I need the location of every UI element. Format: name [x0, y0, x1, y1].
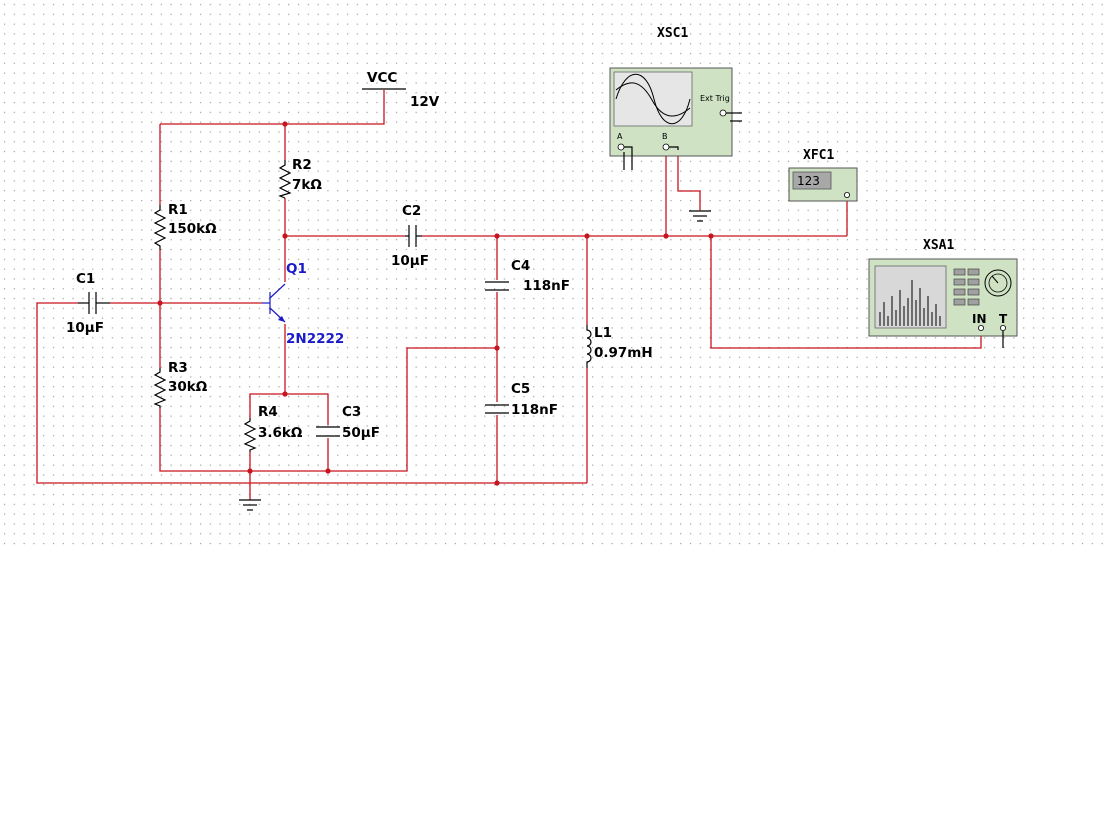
inductor-l1[interactable]: L1 0.97mH: [586, 325, 653, 368]
channel-b-label: B: [662, 132, 668, 141]
node: [494, 233, 500, 239]
capacitor-c4[interactable]: C4 118nF: [485, 258, 570, 294]
capacitor-c1[interactable]: C1 10µF: [66, 271, 110, 336]
r4-value: 3.6kΩ: [258, 425, 303, 441]
c4-name: C4: [511, 258, 530, 274]
c2-value: 10µF: [391, 253, 429, 269]
junction-nodes: [157, 121, 714, 486]
r3-name: R3: [168, 360, 188, 376]
node: [494, 345, 500, 351]
node: [708, 233, 714, 239]
spectrum-screen: [874, 265, 947, 329]
c3-name: C3: [342, 404, 361, 420]
resistor-icon: [278, 160, 292, 199]
c3-value: 50µF: [342, 425, 380, 441]
frequency-display: [792, 171, 832, 190]
xsa1-t-label: T: [999, 312, 1008, 326]
r4-name: R4: [258, 404, 278, 420]
channel-b-ground-lead: [669, 146, 679, 150]
inductor-icon: [586, 325, 592, 368]
resistor-icon: [243, 418, 257, 452]
ground-scope[interactable]: [689, 210, 711, 222]
r2-value: 7kΩ: [292, 177, 322, 193]
frequency-display-value: 123: [797, 174, 820, 188]
ground-main[interactable]: [239, 499, 261, 511]
node: [663, 233, 669, 239]
channel-a-terminal[interactable]: [617, 143, 625, 151]
oscilloscope-xsc1[interactable]: XSC1 Ext Trig A B: [609, 26, 742, 170]
channel-b-terminal[interactable]: [662, 143, 670, 151]
node: [282, 233, 288, 239]
c2-name: C2: [402, 203, 421, 219]
xfc1-name: XFC1: [803, 148, 834, 163]
resistor-icon: [153, 205, 167, 250]
vcc-source[interactable]: VCC 12V: [362, 70, 440, 110]
r3-value: 30kΩ: [168, 379, 208, 395]
wire-ground-bus[interactable]: [159, 347, 497, 472]
xsa1-in-label: IN: [972, 312, 987, 326]
wires: [36, 90, 982, 500]
oscilloscope-screen: [613, 71, 693, 127]
c1-value: 10µF: [66, 320, 104, 336]
knob-ring: [988, 273, 1008, 293]
frequency-input-terminal[interactable]: [844, 191, 851, 198]
resistor-r4[interactable]: R4 3.6kΩ: [243, 404, 303, 452]
channel-a-lead: [624, 146, 633, 170]
capacitor-c5[interactable]: C5 118nF: [485, 381, 558, 418]
vcc-value: 12V: [410, 94, 440, 110]
wire-emitter-split[interactable]: [249, 393, 329, 425]
spectrum-bars-icon: [879, 280, 941, 326]
c4-value: 118nF: [523, 278, 570, 294]
c5-value: 118nF: [511, 402, 558, 418]
ext-trig-terminal[interactable]: [719, 109, 727, 117]
q1-model: 2N2222: [286, 331, 344, 347]
frequency-counter-xfc1[interactable]: XFC1 123: [788, 148, 858, 202]
emitter-arrow-icon: [278, 316, 285, 322]
node: [325, 468, 331, 474]
knob-pointer: [991, 275, 999, 284]
node: [584, 233, 590, 239]
resistor-icon: [153, 368, 167, 408]
sine-wave-icon: [615, 73, 691, 125]
node: [494, 480, 500, 486]
xsc1-name: XSC1: [657, 26, 688, 41]
wire-xsa1-in[interactable]: [710, 236, 982, 349]
capacitor-c3[interactable]: C3 50µF: [316, 404, 380, 441]
xsa1-in-terminal[interactable]: [978, 324, 985, 331]
c1-name: C1: [76, 271, 95, 287]
resistor-r2[interactable]: R2 7kΩ: [278, 157, 322, 199]
wire-input-loop[interactable]: [36, 302, 587, 484]
wire-xsc1-ground[interactable]: [677, 150, 701, 210]
spectrum-keypad: [953, 268, 980, 306]
c5-name: C5: [511, 381, 530, 397]
node: [282, 391, 288, 397]
transistor-collector: [269, 283, 286, 299]
l1-value: 0.97mH: [594, 345, 653, 361]
spectrum-analyzer-xsa1[interactable]: XSA1 IN: [868, 238, 1018, 348]
transistor-q1[interactable]: Q1 2N2222: [262, 261, 344, 347]
trace-wave-icon: [615, 82, 691, 117]
xsa1-t-terminal[interactable]: [1000, 324, 1007, 331]
node: [157, 300, 163, 306]
r1-value: 150kΩ: [168, 221, 217, 237]
r2-name: R2: [292, 157, 312, 173]
resistor-r1[interactable]: R1 150kΩ: [153, 202, 217, 250]
l1-name: L1: [594, 325, 612, 341]
vcc-label: VCC: [367, 70, 397, 86]
node: [247, 468, 253, 474]
capacitor-c2[interactable]: C2 10µF: [391, 203, 429, 269]
wire-vcc-rail[interactable]: [160, 90, 385, 125]
r1-name: R1: [168, 202, 188, 218]
node: [282, 121, 288, 127]
channel-a-label: A: [617, 132, 623, 141]
ext-trig-label: Ext Trig: [700, 94, 730, 103]
q1-name: Q1: [286, 261, 307, 277]
xsa1-name: XSA1: [923, 238, 954, 253]
resistor-r3[interactable]: R3 30kΩ: [153, 360, 208, 408]
